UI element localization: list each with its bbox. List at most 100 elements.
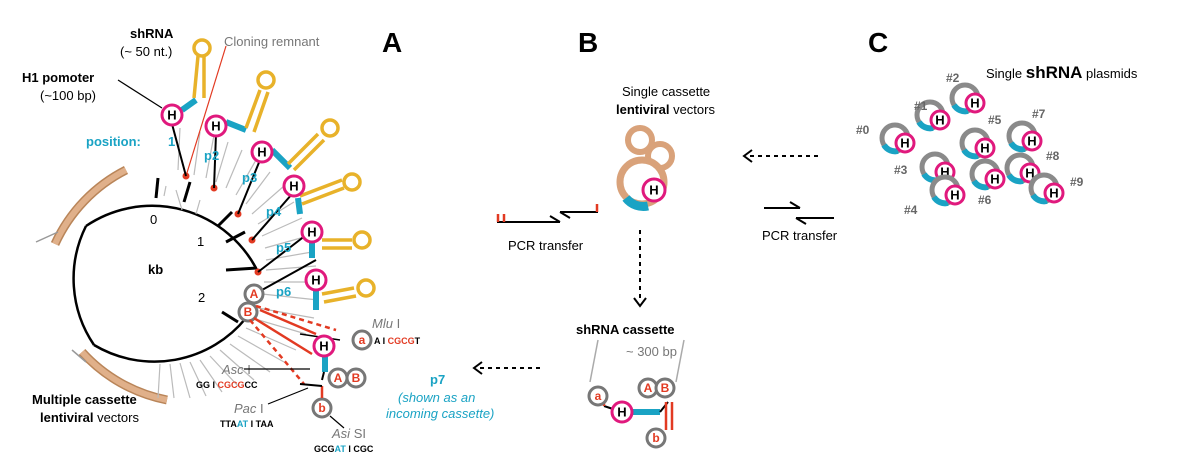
vector-circle-arc-lower — [93, 317, 247, 363]
svg-text:B: B — [661, 381, 670, 395]
single-cassette-label: Single cassette — [622, 84, 710, 99]
pcr-transfer-b: PCR transfer — [508, 238, 584, 253]
svg-text:H: H — [649, 183, 658, 198]
h1-promoter-label: H1 pomoter — [22, 70, 94, 85]
mlu-link — [259, 308, 317, 336]
p7-label: p7 — [430, 372, 445, 387]
svg-text:H: H — [167, 108, 176, 123]
plasmid-h-letter: H — [990, 172, 999, 187]
shrna-cassette-diagram: a H A B b — [587, 339, 685, 449]
single-cassette-vector: H — [616, 125, 675, 211]
shrna-cassette-title: shRNA cassette — [576, 322, 675, 337]
tick-0: 0 — [150, 212, 157, 227]
plasmid-6: H #6 — [969, 158, 1006, 207]
svg-text:A: A — [250, 287, 259, 301]
plasmid-label-9: #9 — [1070, 175, 1084, 189]
svg-text:H: H — [311, 273, 320, 288]
shrna-label: shRNA — [130, 26, 174, 41]
svg-text:TTAAT I TAA: TTAAT I TAA — [220, 419, 274, 429]
position-p3: p3 — [242, 170, 257, 185]
plasmid-h-letter: H — [935, 113, 944, 128]
plasmid-7: H #7 — [1006, 107, 1046, 153]
tick-1: 1 — [197, 234, 204, 249]
svg-text:H: H — [289, 179, 298, 194]
position-p4: p4 — [266, 204, 282, 219]
dash-link-b — [249, 319, 305, 385]
plasmid-label-1: #1 — [914, 99, 928, 113]
plasmid-h-letter: H — [940, 165, 949, 180]
plasmid-label-5: #5 — [988, 113, 1002, 127]
multiple-cassette-label: Multiple cassette — [32, 392, 137, 407]
h1-promoter-nodes: H H H H H H — [160, 103, 328, 292]
plasmid-8: H #8 — [1004, 149, 1060, 185]
restriction-sites: Mlu I A I CGCGT Asc I GG I CGCGCC Pac I … — [196, 316, 421, 454]
p7-note-line2: incoming cassette) — [386, 406, 494, 421]
plasmid-label-2: #2 — [946, 71, 960, 85]
plasmid-label-4: #4 — [904, 203, 918, 217]
backbone-arc-top — [50, 165, 129, 246]
arrows-dashed — [472, 149, 818, 375]
position-p6: p6 — [276, 284, 291, 299]
cassette-connectors — [171, 123, 317, 291]
plasmid-label-6: #6 — [978, 193, 992, 207]
shrna-length: (~ 50 nt.) — [120, 44, 172, 59]
link-solid — [253, 316, 313, 356]
svg-text:H: H — [307, 225, 316, 240]
backbone-end-bottom — [71, 349, 87, 363]
svg-text:H: H — [319, 339, 328, 354]
plasmid-9: H #9 — [1028, 172, 1084, 205]
svg-text:A: A — [644, 381, 653, 395]
plasmid-h-letter: H — [970, 96, 979, 111]
plasmid-label-0: #0 — [856, 123, 870, 137]
single-shrna-plasmids-title: Single shRNA plasmids — [986, 63, 1138, 82]
svg-text:Asi SI: Asi SI — [331, 426, 366, 441]
svg-text:Mlu I: Mlu I — [372, 316, 400, 331]
plasmid-h-letter: H — [980, 141, 989, 156]
svg-text:b: b — [318, 401, 325, 415]
kb-label: kb — [148, 262, 163, 277]
plasmid-1: H #1 — [914, 99, 951, 132]
panel-b-letter: B — [578, 27, 598, 58]
plasmid-label-7: #7 — [1032, 107, 1046, 121]
svg-text:A: A — [334, 371, 343, 385]
plasmid-h-letter: H — [900, 136, 909, 151]
pcr-primers-c — [764, 201, 834, 225]
plasmid-h-letter: H — [1049, 186, 1058, 201]
dash-link-a — [255, 304, 337, 332]
plasmid-label-8: #8 — [1046, 149, 1060, 163]
plasmid-4: H #4 — [904, 174, 966, 217]
position-label: position: — [86, 134, 141, 149]
pcr-transfer-c: PCR transfer — [762, 228, 838, 243]
p7-note-line1: (shown as an — [398, 390, 475, 405]
incoming-cassette: H A B a b — [299, 329, 373, 419]
svg-text:a: a — [359, 333, 366, 347]
plasmid-h-letter: H — [1025, 166, 1034, 181]
svg-text:GCGAT I CGC: GCGAT I CGC — [314, 444, 374, 454]
svg-text:B: B — [244, 305, 253, 319]
h1-pointer — [117, 79, 163, 109]
plasmid-label-3: #3 — [894, 163, 908, 177]
svg-text:b: b — [652, 431, 659, 445]
vector-circle-arc-left — [72, 225, 96, 346]
svg-text:H: H — [211, 119, 220, 134]
panel-a-letter: A — [382, 27, 402, 58]
kb-ticks — [154, 177, 257, 324]
plasmid-h-letter: H — [950, 188, 959, 203]
cloning-remnant-label: Cloning remnant — [224, 34, 320, 49]
position-1: 1 — [168, 134, 175, 149]
position-p2: p2 — [204, 148, 219, 163]
svg-text:GG I CGCGCC: GG I CGCGCC — [196, 380, 258, 390]
backbone-arc-bottom-fill — [79, 349, 168, 403]
cloning-remnant-pointer — [185, 45, 227, 177]
plasmid-2: H #2 — [946, 71, 986, 115]
svg-text:H: H — [617, 405, 626, 420]
plasmid-5: H #5 — [959, 113, 1002, 160]
plasmid-h-letter: H — [1027, 134, 1036, 149]
svg-text:B: B — [352, 371, 361, 385]
vector-circle-arc — [85, 204, 260, 273]
shrna-cassette-length: ~ 300 bp — [626, 344, 677, 359]
position-p5: p5 — [276, 240, 291, 255]
tick-2: 2 — [198, 290, 205, 305]
